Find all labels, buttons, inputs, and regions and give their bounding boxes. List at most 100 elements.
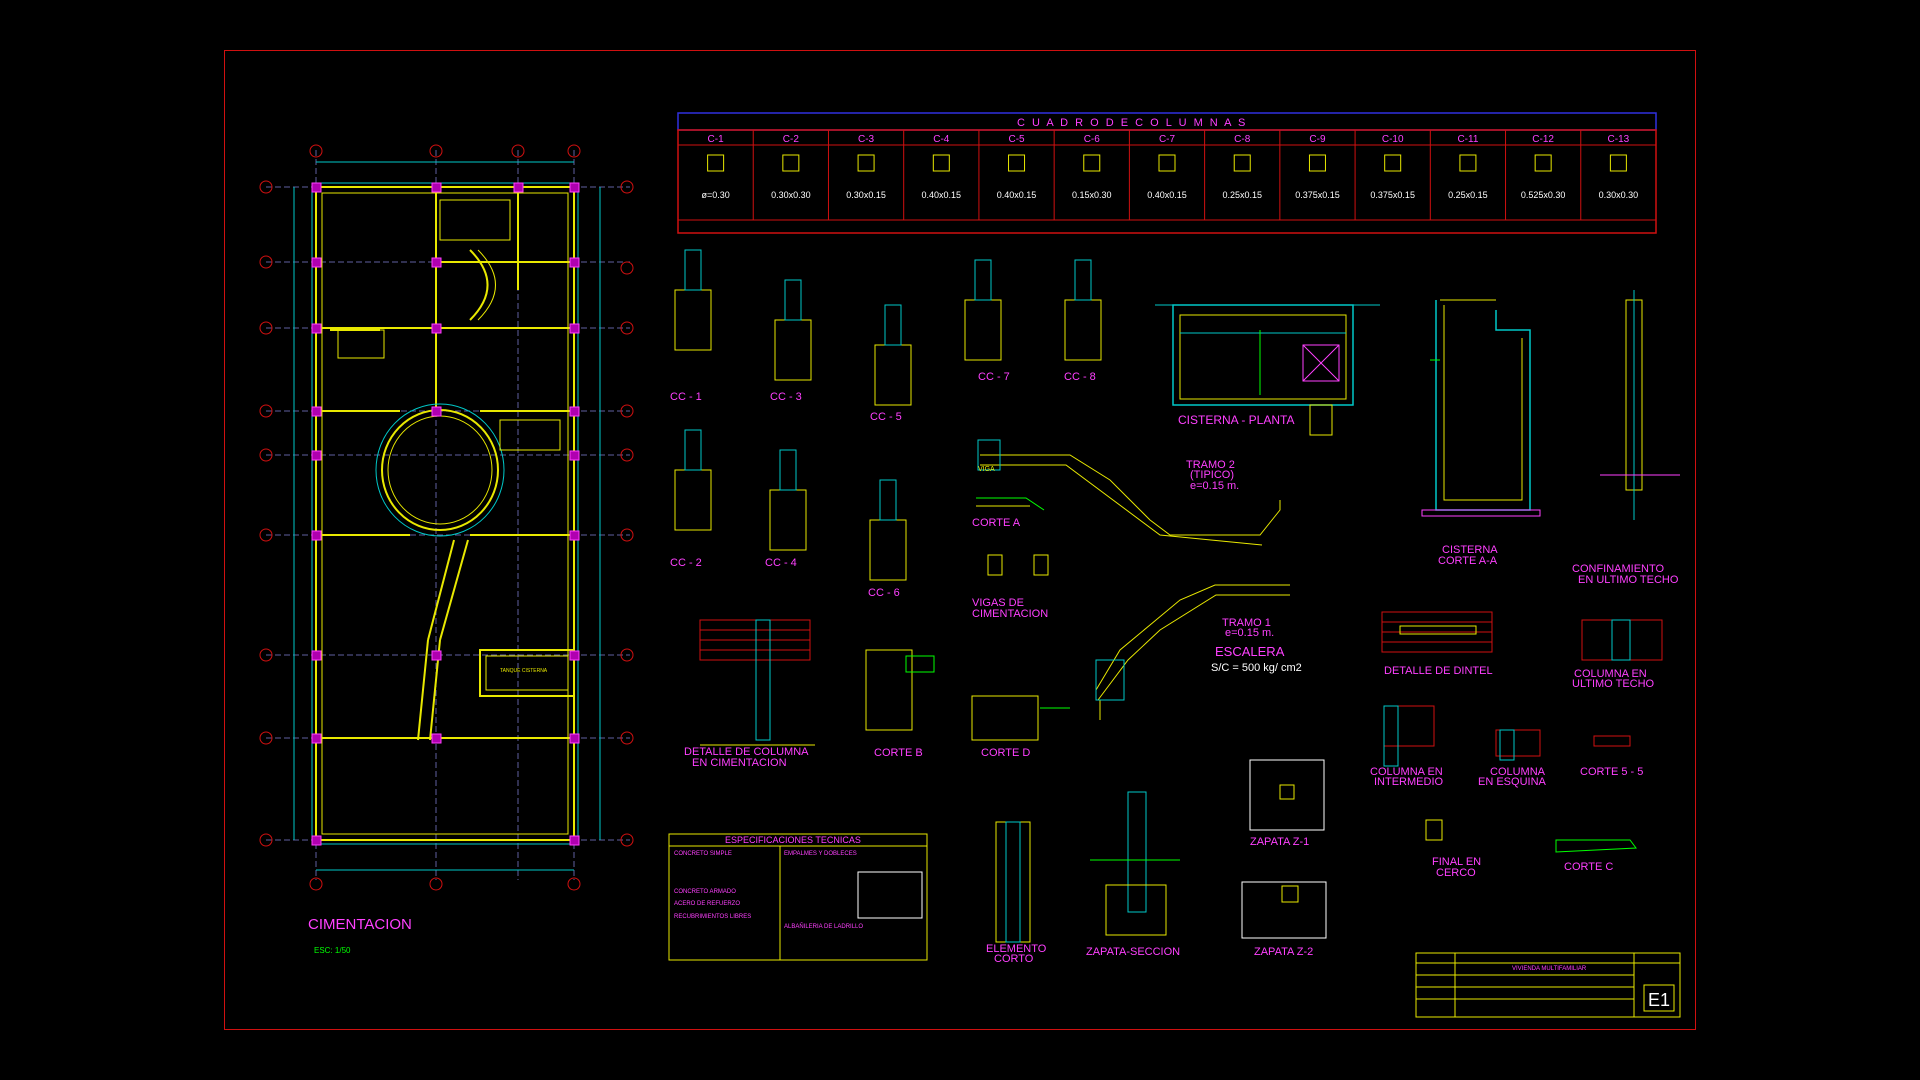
flight2-label-1: TRAMO 2 [1186, 459, 1235, 471]
cistern-section-drawing [1421, 299, 1541, 517]
confinement-drawing [1600, 290, 1680, 520]
beams-label-1: VIGAS DE [972, 597, 1024, 609]
fence-end-label-2: CERCO [1436, 867, 1476, 879]
corte-c-label: CORTE C [1564, 861, 1613, 873]
corte-55-label: CORTE 5 - 5 [1580, 766, 1643, 778]
column-header: C-5 [1008, 134, 1025, 145]
footing-z1-drawing [1249, 759, 1325, 831]
detail-label: CC - 7 [978, 371, 1010, 383]
column-section-icon [1008, 154, 1026, 172]
column-section-icon [1083, 154, 1101, 172]
short-element-drawing [995, 821, 1031, 943]
plan-title: CIMENTACION [308, 916, 412, 933]
specs-h6: ALBAÑILERIA DE LADRILLO [784, 923, 863, 930]
footing-section-drawing [1090, 791, 1180, 936]
wall-above-footing [974, 259, 992, 301]
grid-vertical [315, 150, 575, 880]
detail-label: CC - 8 [1064, 371, 1096, 383]
footing-section-outline [674, 289, 712, 351]
stair-load: S/C = 500 kg/ cm2 [1211, 662, 1302, 674]
column-header: C-13 [1608, 134, 1630, 145]
column-size: 0.30x0.15 [846, 190, 886, 200]
column-section-icon [1308, 154, 1326, 172]
plan-scale: ESC: 1/50 [314, 946, 351, 955]
column-foundation-detail [699, 619, 815, 746]
footing-z1-label: ZAPATA Z-1 [1250, 836, 1309, 848]
column-header: C-8 [1234, 134, 1251, 145]
wall-above-footing [684, 429, 702, 471]
column-header: C-9 [1309, 134, 1326, 145]
column-header: C-3 [858, 134, 875, 145]
detail-label: CC - 5 [870, 411, 902, 423]
foundation-plan [259, 144, 634, 891]
column-size: 0.40x0.15 [997, 190, 1037, 200]
fence-end-label-1: FINAL EN [1432, 856, 1481, 868]
column-header: C-12 [1532, 134, 1554, 145]
footing-section-outline [769, 489, 807, 551]
cistern-section-label-2: CORTE A-A [1438, 555, 1498, 567]
column-header: C-10 [1382, 134, 1404, 145]
short-element-label-1: ELEMENTO [986, 943, 1047, 955]
sheet-number: E1 [1648, 990, 1670, 1010]
column-size: 0.375x0.15 [1370, 190, 1415, 200]
detail-label: CC - 1 [670, 391, 702, 403]
column-size: 0.25x0.15 [1448, 190, 1488, 200]
column-section-icon [1534, 154, 1552, 172]
column-header: C-6 [1084, 134, 1101, 145]
footing-section-outline [874, 344, 912, 406]
footing-z2-drawing [1241, 881, 1327, 939]
specs-h5: RECUBRIMIENTOS LIBRES [674, 914, 751, 920]
detail-label: CC - 2 [670, 557, 702, 569]
column-size: 0.30x0.30 [1599, 190, 1639, 200]
specs-h4: ACERO DE REFUERZO [674, 901, 740, 907]
column-size: 0.375x0.15 [1295, 190, 1340, 200]
cistern-label: TANQUE CISTERNA [500, 668, 548, 674]
footing-section-label: ZAPATA-SECCION [1086, 946, 1180, 958]
top-column-label-2: ULTIMO TECHO [1572, 678, 1655, 690]
column-section-icon [1158, 154, 1176, 172]
specs-h3: CONCRETO ARMADO [674, 889, 736, 895]
detail-label: CC - 6 [868, 587, 900, 599]
grid-bubbles [259, 144, 634, 891]
viga-label: VIGA [978, 466, 995, 473]
flight1-label-1: TRAMO 1 [1222, 617, 1271, 629]
corner-column-label-2: EN ESQUINA [1478, 776, 1547, 788]
beams-label-2: CIMENTACION [972, 608, 1048, 620]
corte-d-label: CORTE D [981, 747, 1030, 759]
column-header: C-1 [708, 134, 725, 145]
wall-above-footing [879, 479, 897, 521]
specs-h2: EMPALMES Y DOBLECES [784, 851, 857, 857]
columns-table [677, 112, 1657, 234]
corte-55-drawing [1593, 735, 1631, 747]
corte-b-label: CORTE B [874, 747, 923, 759]
wall-above-footing [1074, 259, 1092, 301]
cistern-plan-drawing [1155, 304, 1380, 436]
flight2-label-3: e=0.15 m. [1190, 480, 1239, 492]
corte-a-drawing [976, 497, 1045, 511]
column-header: C-7 [1159, 134, 1176, 145]
column-size: 0.30x0.30 [771, 190, 811, 200]
footing-z2-label: ZAPATA Z-2 [1254, 946, 1313, 958]
short-element-label-2: CORTO [994, 953, 1034, 965]
column-section-icon [782, 154, 800, 172]
column-section-icon [1384, 154, 1402, 172]
project-name: VIVIENDA MULTIFAMILIAR [1512, 966, 1587, 972]
corte-b-drawing [865, 649, 935, 731]
footing-section-outline [774, 319, 812, 381]
stair-flight-1 [1095, 584, 1290, 720]
column-section-icon [1459, 154, 1477, 172]
column-section-icon [707, 154, 725, 172]
specs-h1: CONCRETO SIMPLE [674, 851, 732, 857]
detail-label: CC - 3 [770, 391, 802, 403]
intermediate-column-drawing [1383, 705, 1435, 767]
wall-above-footing [779, 449, 797, 491]
cistern-section-label-1: CISTERNA [1442, 544, 1498, 556]
corner-column-drawing [1495, 729, 1541, 761]
column-size: 0.25x0.15 [1222, 190, 1262, 200]
footing-section-outline [1064, 299, 1102, 361]
lintel-drawing [1381, 611, 1493, 653]
detail-label: CC - 4 [765, 557, 797, 569]
column-header: C-4 [933, 134, 950, 145]
column-section-icon [857, 154, 875, 172]
columns-table-title: C U A D R O D E C O L U M N A S [1017, 117, 1247, 129]
